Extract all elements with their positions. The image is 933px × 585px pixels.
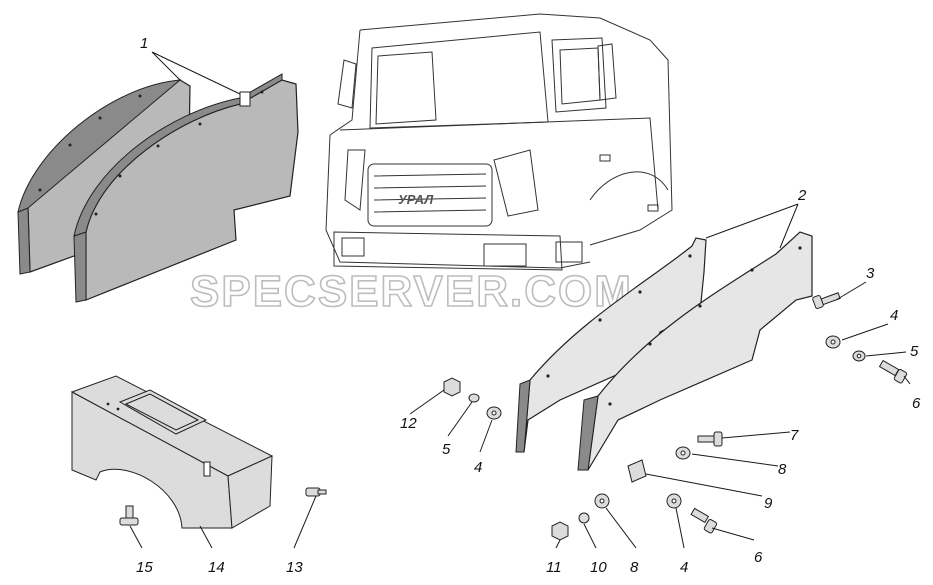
bolt-3-icon (812, 292, 841, 309)
callout-4a: 4 (890, 307, 898, 324)
washer-10-icon (578, 512, 590, 524)
callout-11: 11 (546, 559, 562, 576)
washer-5b-icon (468, 393, 480, 403)
nut-11-icon (551, 521, 569, 541)
callout-4b: 4 (474, 459, 482, 476)
callout-12: 12 (400, 415, 417, 432)
clip-9-icon (627, 459, 647, 483)
bolt-6b-icon (690, 507, 718, 534)
cover-housing (70, 375, 274, 529)
truck-cab: УРАЛ (325, 13, 673, 271)
callout-4c: 4 (680, 559, 688, 576)
callout-13: 13 (286, 559, 303, 576)
callout-2: 2 (797, 187, 807, 204)
callout-3: 3 (866, 265, 875, 282)
callout-7: 7 (790, 427, 799, 444)
bolt-7-icon (697, 431, 723, 447)
screw-13-icon (305, 487, 327, 497)
callout-5a: 5 (910, 343, 919, 360)
leader-lines (129, 51, 911, 549)
bolt-6-icon (878, 359, 908, 384)
callout-8a: 8 (778, 461, 787, 478)
watermark-text: SPECSERVER.COM (190, 267, 633, 316)
callout-labels: 1 2 3 4 5 6 7 8 9 12 5 4 11 10 8 4 6 15 … (136, 35, 921, 576)
grille-badge: УРАЛ (398, 192, 434, 207)
callout-14: 14 (208, 559, 225, 576)
callout-6b: 6 (754, 549, 763, 566)
callout-1: 1 (140, 35, 148, 52)
callout-6a: 6 (912, 395, 921, 412)
callout-10: 10 (590, 559, 607, 576)
callout-8b: 8 (630, 559, 639, 576)
side-panel-front (577, 231, 813, 471)
callout-5b: 5 (442, 441, 451, 458)
felt-panel-front (73, 73, 299, 303)
bolt-15-icon (119, 505, 139, 526)
nut-12-icon (443, 377, 461, 397)
callout-15: 15 (136, 559, 153, 576)
callout-9: 9 (764, 495, 773, 512)
